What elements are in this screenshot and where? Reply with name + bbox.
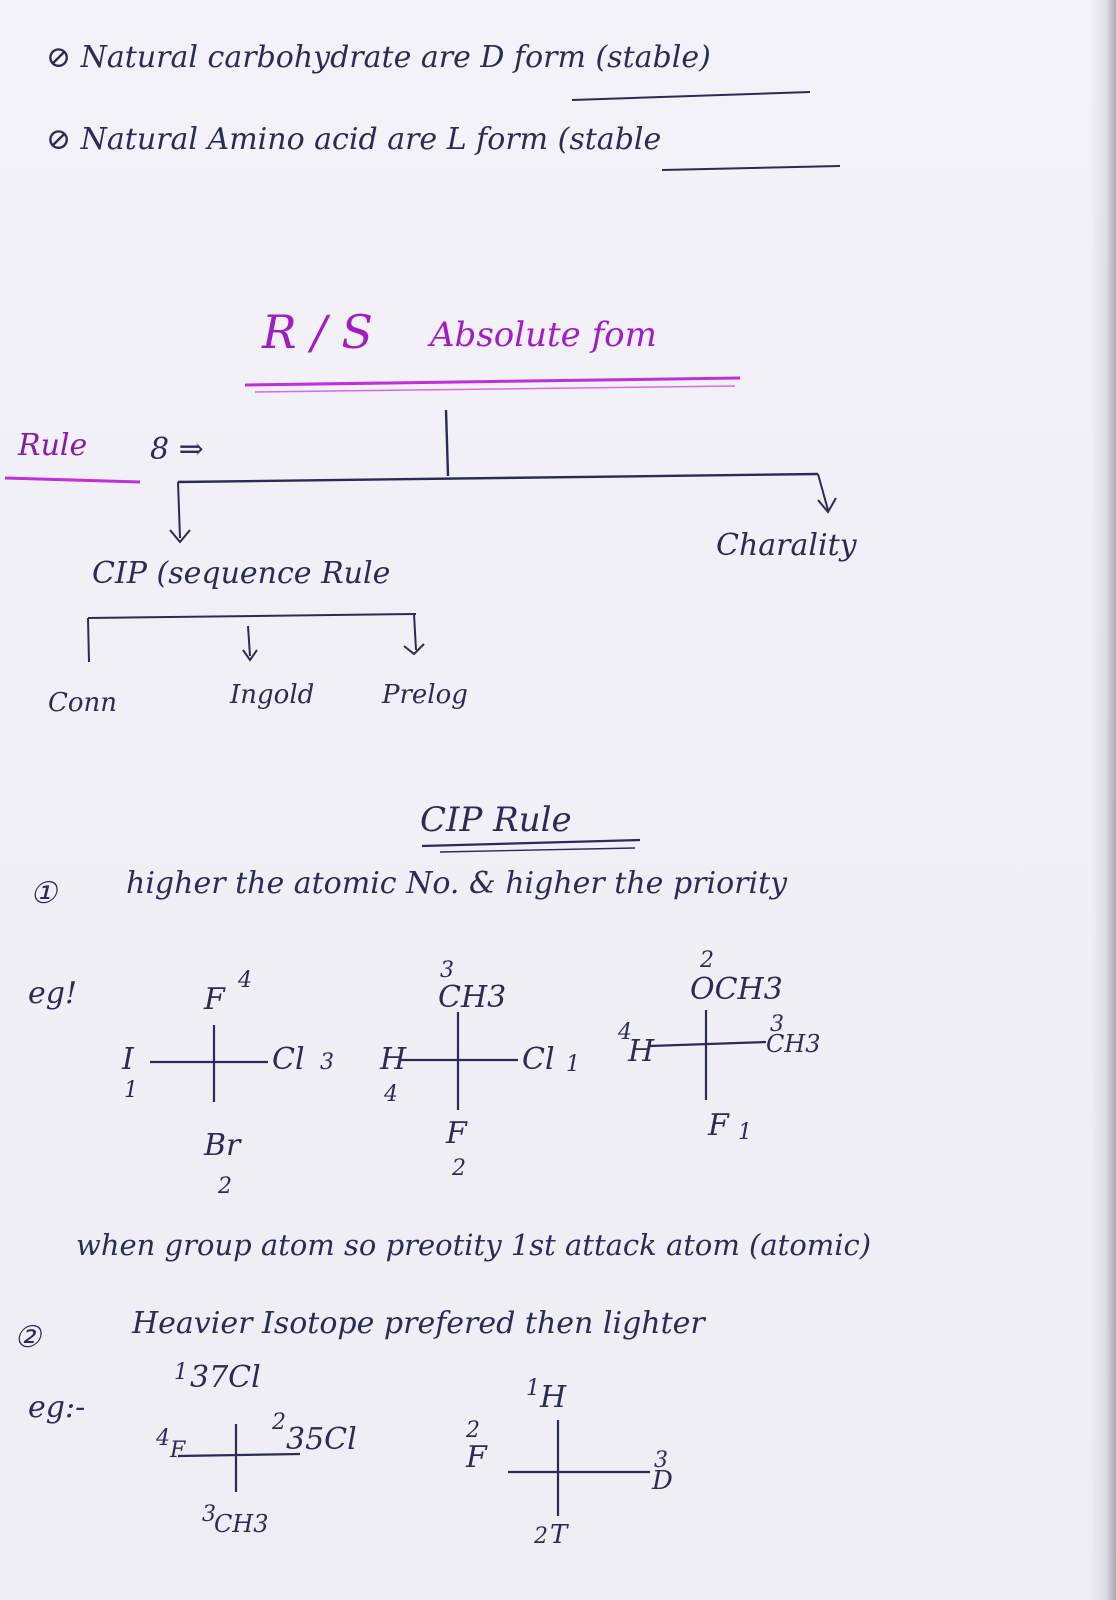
ex5-top-priority: 1 bbox=[526, 1376, 540, 1401]
absolute-form-heading: Absolute fom bbox=[430, 315, 657, 355]
ex5-bottom-priority: 2 bbox=[534, 1524, 548, 1549]
person-conn: Conn bbox=[48, 688, 118, 718]
rule2-marker: ② bbox=[14, 1320, 41, 1355]
ex3-top-priority: 2 bbox=[700, 948, 714, 973]
ex4-left: F bbox=[170, 1438, 186, 1463]
ex3-bottom: F bbox=[708, 1108, 729, 1143]
page-edge-shadow bbox=[1090, 0, 1116, 1600]
ex3-left-priority: 4 bbox=[618, 1020, 632, 1045]
ex2-top-priority: 3 bbox=[440, 958, 454, 983]
ex3-right: CH3 bbox=[766, 1030, 821, 1058]
rule1-text: higher the atomic No. & higher the prior… bbox=[126, 866, 788, 901]
ex2-bottom-priority: 2 bbox=[452, 1156, 466, 1181]
ex1-top: F bbox=[204, 982, 225, 1017]
ex2-right-priority: 1 bbox=[566, 1052, 580, 1077]
intro-line-1: ⊘ Natural carbohydrate are D form (stabl… bbox=[46, 40, 711, 75]
ex2-right: Cl bbox=[522, 1042, 555, 1077]
ex3-bottom-priority: 1 bbox=[738, 1120, 752, 1145]
ex5-right: D bbox=[652, 1466, 673, 1496]
ex1-left: I bbox=[122, 1042, 134, 1077]
ex5-top: H bbox=[540, 1380, 567, 1415]
ex1-left-priority: 1 bbox=[124, 1078, 138, 1103]
ex5-left: F bbox=[466, 1440, 487, 1475]
ex4-right: 35Cl bbox=[286, 1422, 357, 1457]
cip-sequence-rule: CIP (sequence Rule bbox=[92, 556, 391, 591]
group-note: when group atom so preotity 1st attack a… bbox=[76, 1228, 872, 1262]
ex4-top: 37Cl bbox=[190, 1360, 261, 1395]
ex4-top-priority: 1 bbox=[174, 1360, 188, 1385]
ex2-left: H bbox=[380, 1042, 407, 1077]
ex1-bottom: Br bbox=[204, 1128, 241, 1163]
ex1-right-priority: 3 bbox=[320, 1050, 334, 1075]
ex5-bottom: T bbox=[550, 1520, 568, 1550]
person-ingold: Ingold bbox=[230, 680, 315, 710]
intro-line-2: ⊘ Natural Amino acid are L form (stable bbox=[46, 122, 662, 157]
eg-label: eg! bbox=[28, 976, 78, 1011]
ex3-right-priority: 3 bbox=[770, 1012, 784, 1037]
eg2-label: eg:- bbox=[28, 1390, 86, 1425]
ex4-bottom-priority: 3 bbox=[202, 1502, 216, 1527]
ex5-left-priority: 2 bbox=[466, 1418, 480, 1443]
rule1-marker: ① bbox=[30, 876, 57, 911]
ex2-left-priority: 4 bbox=[384, 1082, 398, 1107]
ex1-bottom-priority: 2 bbox=[218, 1174, 232, 1199]
person-prelog: Prelog bbox=[382, 680, 468, 710]
rs-heading: R / S bbox=[262, 305, 373, 359]
ex1-right: Cl bbox=[272, 1042, 305, 1077]
ex3-top: OCH3 bbox=[690, 972, 783, 1007]
rule-label: Rule bbox=[18, 428, 88, 463]
ex3-left: H bbox=[628, 1034, 655, 1069]
chirality-label: Charality bbox=[716, 528, 857, 563]
cip-rule-title: CIP Rule bbox=[420, 800, 572, 840]
ex4-right-priority: 2 bbox=[272, 1410, 286, 1435]
ex2-top: CH3 bbox=[438, 980, 507, 1015]
ex2-bottom: F bbox=[446, 1116, 467, 1151]
rule-arrow: 8 ⇒ bbox=[150, 432, 204, 467]
ex4-left-priority: 4 bbox=[156, 1426, 170, 1451]
ex4-bottom: CH3 bbox=[214, 1510, 269, 1538]
ex1-top-priority: 4 bbox=[238, 968, 252, 993]
ex5-right-priority: 3 bbox=[654, 1448, 668, 1473]
rule2-text: Heavier Isotope prefered then lighter bbox=[132, 1306, 705, 1341]
